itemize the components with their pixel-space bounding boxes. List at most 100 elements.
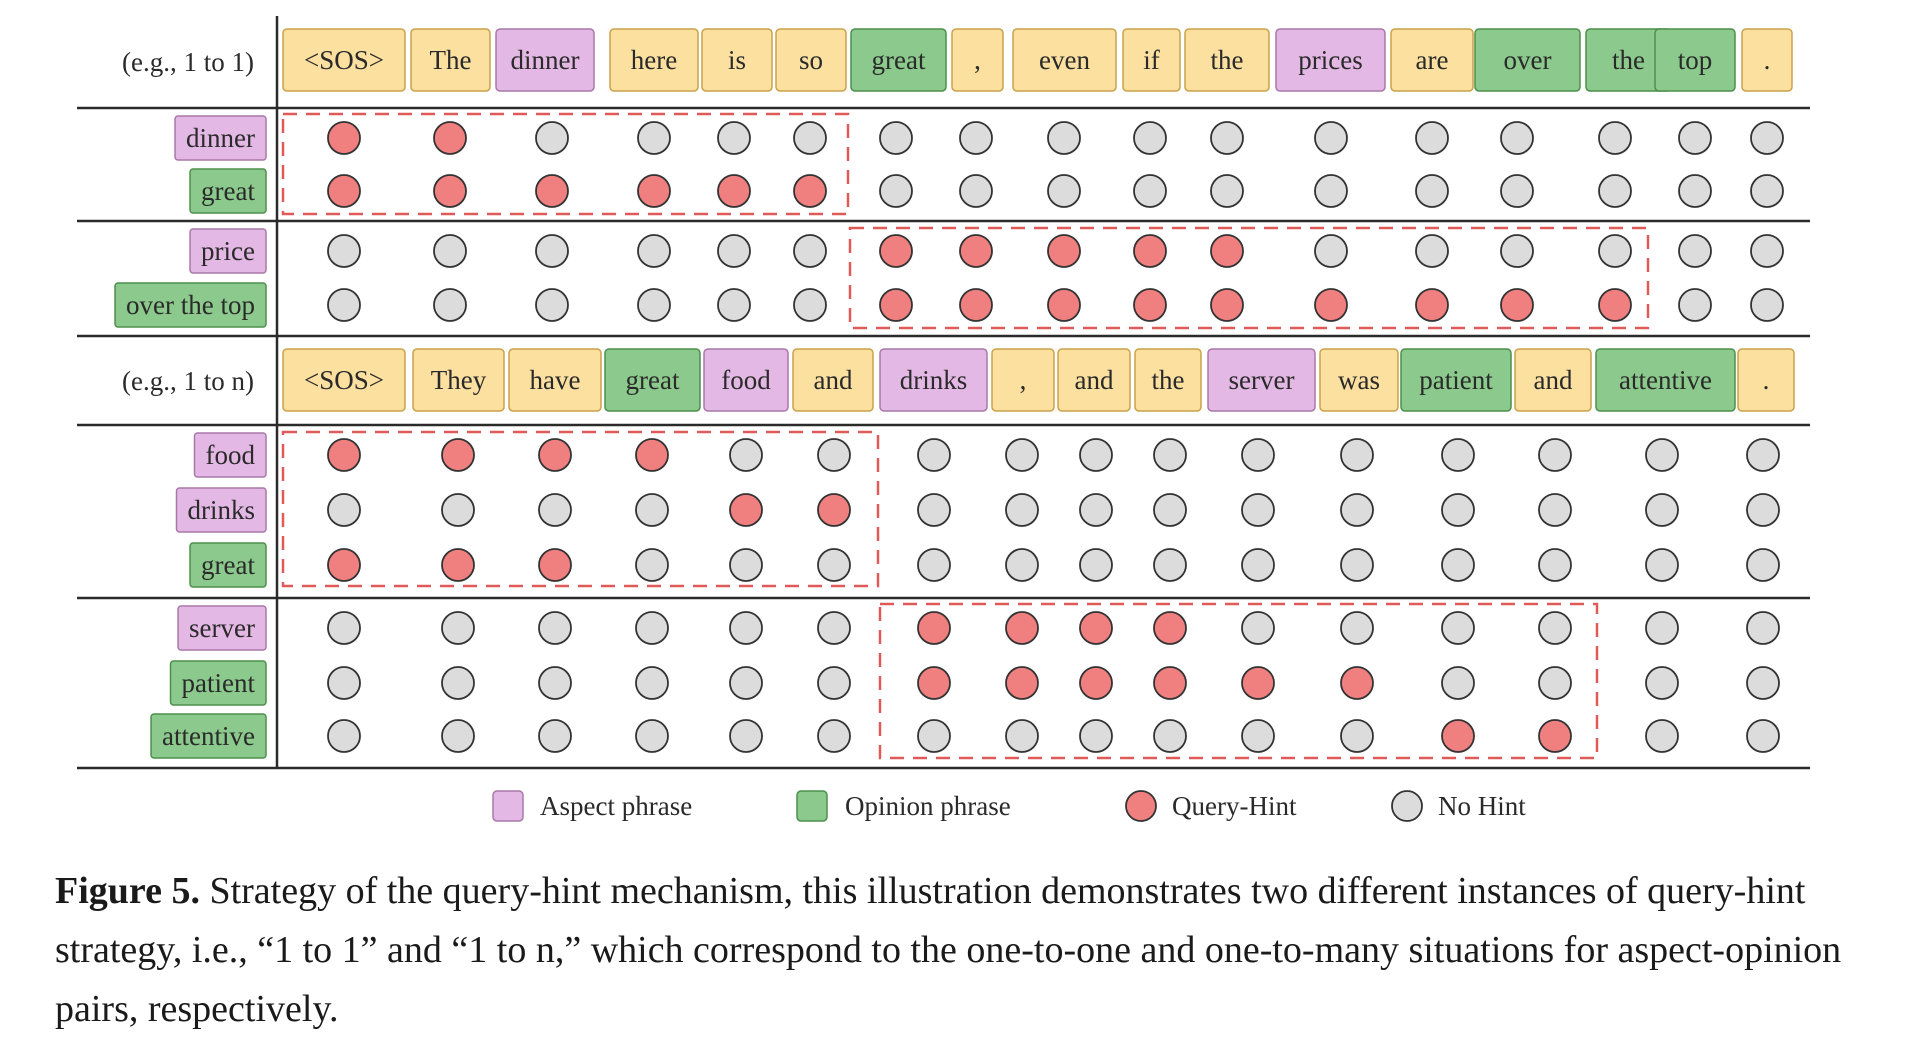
token-text: are <box>1416 45 1449 75</box>
no-hint-dot <box>441 719 475 753</box>
token-box: top <box>1654 28 1736 92</box>
token-box: . <box>1741 28 1793 92</box>
query-label-box <box>193 432 267 478</box>
query-row: drinks <box>175 487 1780 533</box>
no-hint-dot <box>917 719 951 753</box>
token-box: the <box>1184 28 1270 92</box>
token-box-bg <box>1134 348 1202 412</box>
no-hint-dot <box>793 288 827 322</box>
no-hint-dot <box>959 121 993 155</box>
no-hint-dot <box>1678 234 1712 268</box>
token-text: , <box>1020 365 1027 395</box>
no-hint-dot <box>1005 548 1039 582</box>
token-box: food <box>703 348 789 412</box>
token-box-bg <box>495 28 595 92</box>
no-hint-dot <box>327 493 361 527</box>
no-hint-dot <box>879 174 913 208</box>
no-hint-dot <box>1598 234 1632 268</box>
no-hint-dot <box>1746 719 1780 753</box>
token-text: patient <box>1419 365 1493 395</box>
no-hint-dot <box>635 666 669 700</box>
no-hint-dot <box>1005 493 1039 527</box>
query-hint-dot <box>1047 288 1081 322</box>
query-label-box <box>189 542 267 588</box>
query-row: server <box>177 605 1780 651</box>
no-hint-dot <box>441 666 475 700</box>
no-hint-dot <box>717 121 751 155</box>
figure-caption-text: Strategy of the query-hint mechanism, th… <box>55 870 1842 1030</box>
legend-label: Opinion phrase <box>845 791 1011 821</box>
token-box-bg <box>775 28 847 92</box>
figure-caption: Figure 5. Strategy of the query-hint mec… <box>55 862 1895 1039</box>
no-hint-dot <box>1750 288 1784 322</box>
no_hint-swatch <box>1391 790 1423 822</box>
no-hint-dot <box>1314 234 1348 268</box>
token-text: They <box>431 365 487 395</box>
token-text: dinner <box>511 45 580 75</box>
no-hint-dot <box>1314 121 1348 155</box>
token-box-bg <box>1012 28 1117 92</box>
token-box-bg <box>701 28 773 92</box>
query-hint-dot <box>1538 719 1572 753</box>
query-hint-dot <box>1210 234 1244 268</box>
token-box-bg <box>508 348 602 412</box>
query-hint-dot <box>1314 288 1348 322</box>
query-hint-dot <box>917 611 951 645</box>
token-text: top <box>1678 45 1713 75</box>
no-hint-dot <box>917 548 951 582</box>
token-text: and <box>1534 365 1573 395</box>
token-box: have <box>508 348 602 412</box>
no-hint-dot <box>817 719 851 753</box>
query-hint-dot <box>635 438 669 472</box>
no-hint-dot <box>1210 121 1244 155</box>
no-hint-dot <box>917 493 951 527</box>
query-row: dinner <box>174 115 1784 161</box>
query-hint-dot <box>327 548 361 582</box>
no-hint-dot <box>1598 121 1632 155</box>
token-text: and <box>814 365 853 395</box>
token-text: here <box>631 45 677 75</box>
query-label-box <box>150 713 267 759</box>
no-hint-dot <box>1598 174 1632 208</box>
no-hint-dot <box>729 719 763 753</box>
no-hint-dot <box>1750 174 1784 208</box>
query-hint-dot <box>959 288 993 322</box>
no-hint-dot <box>717 288 751 322</box>
hint-region-box <box>848 226 1650 330</box>
token-box: and <box>792 348 874 412</box>
token-box-bg <box>1737 348 1795 412</box>
query-hint-dot <box>1079 611 1113 645</box>
token-box-bg <box>1595 348 1736 412</box>
no-hint-dot <box>1415 121 1449 155</box>
token-box: was <box>1319 348 1399 412</box>
token-box: They <box>412 348 505 412</box>
token-box: is <box>701 28 773 92</box>
query-hint-dot <box>917 666 951 700</box>
token-text: food <box>721 365 771 395</box>
token-box-bg <box>703 348 789 412</box>
no-hint-dot <box>1538 611 1572 645</box>
token-box: , <box>951 28 1004 92</box>
token-box-bg <box>850 28 947 92</box>
query-label-box <box>114 282 267 328</box>
query-label-box <box>177 605 267 651</box>
query-hint-dot <box>637 174 671 208</box>
no-hint-dot <box>1153 438 1187 472</box>
query-hint-dot <box>1005 666 1039 700</box>
no-hint-dot <box>1079 493 1113 527</box>
no-hint-dot <box>1210 174 1244 208</box>
query-row: over the top <box>114 282 1784 328</box>
query-label-box <box>174 115 267 161</box>
query-label-box <box>189 168 267 214</box>
no-hint-dot <box>635 548 669 582</box>
no-hint-dot <box>327 719 361 753</box>
token-text: the <box>1211 45 1244 75</box>
token-box-bg <box>410 28 491 92</box>
token-box: and <box>1057 348 1131 412</box>
no-hint-dot <box>538 666 572 700</box>
no-hint-dot <box>817 438 851 472</box>
no-hint-dot <box>1340 493 1374 527</box>
query-hint-dot <box>1598 288 1632 322</box>
legend-item: Query-Hint <box>1125 790 1297 822</box>
